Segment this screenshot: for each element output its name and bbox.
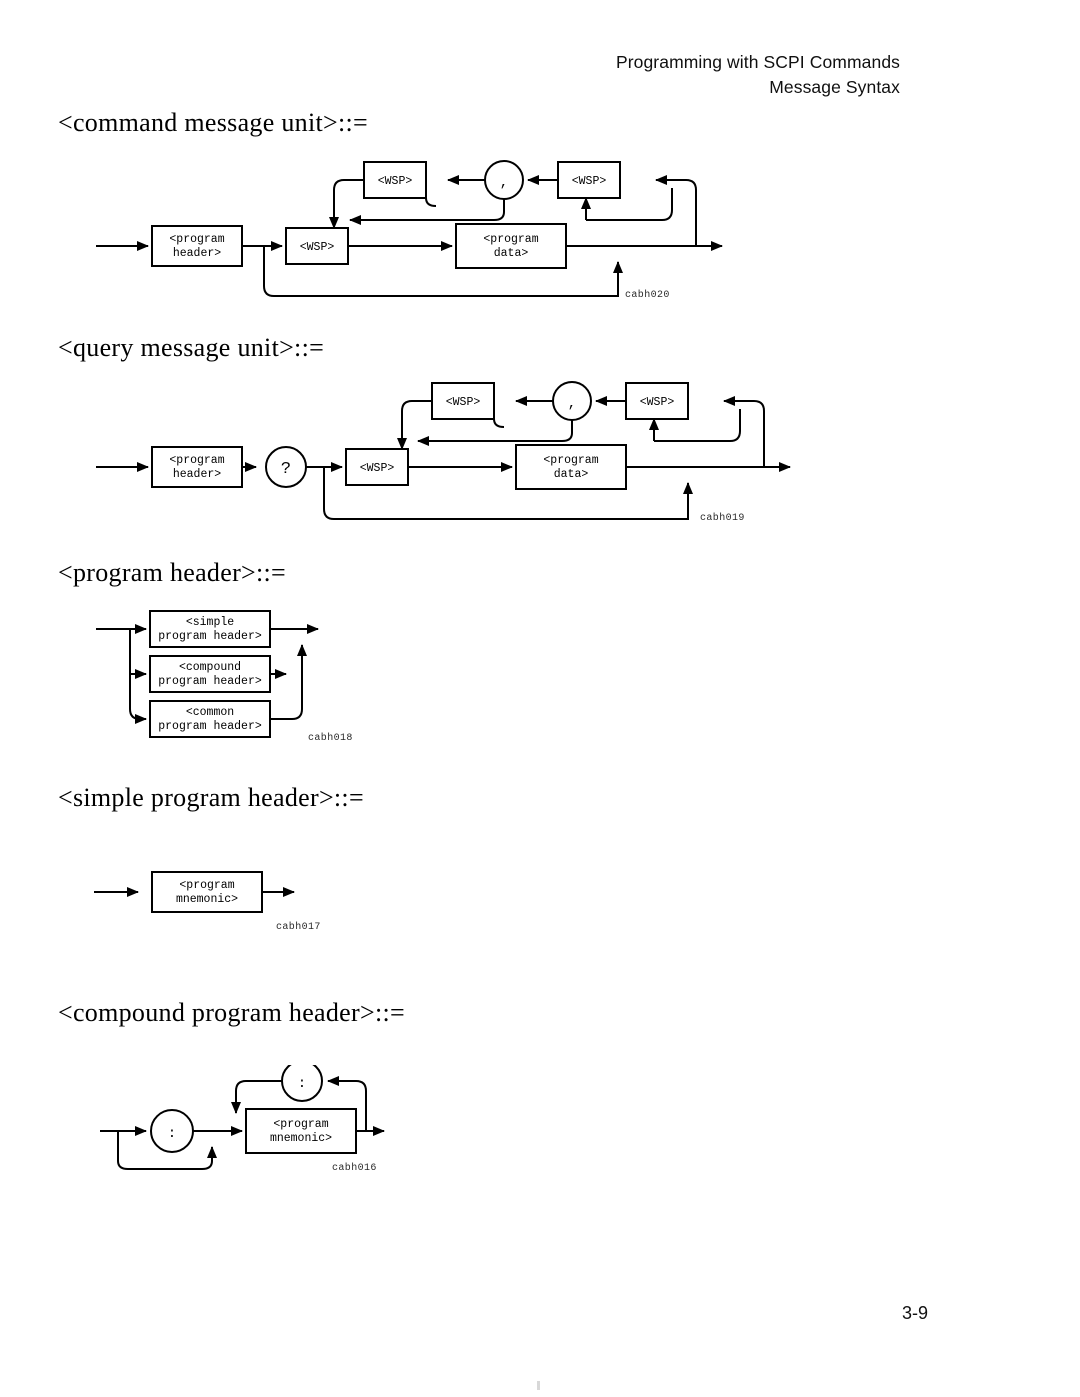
page-number: 3-9 [901, 1303, 928, 1323]
svg-text:<WSP>: <WSP> [446, 396, 481, 409]
figure-code-cabh017: cabh017 [276, 922, 321, 933]
svg-text::: : [298, 1076, 306, 1092]
running-header: Programming with SCPI Commands Message S… [616, 50, 900, 100]
svg-text:header>: header> [173, 468, 221, 481]
svg-text:data>: data> [494, 247, 529, 260]
figure-code-cabh018: cabh018 [308, 733, 353, 744]
heading-simple-program-header: <simple program header>::= [58, 783, 364, 812]
svg-text:,: , [500, 175, 508, 191]
svg-text:<common: <common [186, 706, 234, 719]
diagram-command-message-unit: <program header> <WSP> <program data> <W… [96, 150, 736, 325]
svg-text::: : [168, 1126, 176, 1142]
svg-text:<WSP>: <WSP> [572, 175, 607, 188]
diagram-program-header: <simple program header> <compound progra… [90, 605, 390, 745]
svg-text:program header>: program header> [158, 720, 262, 733]
diagram-compound-program-header: <program mnemonic> : : cabh016 [96, 1065, 416, 1180]
railroad-svg-query-message-unit: <program header> <WSP> <program data> <W… [96, 381, 791, 520]
svg-text:mnemonic>: mnemonic> [270, 1132, 332, 1145]
diagram-query-message-unit: <program header> <WSP> <program data> <W… [96, 375, 806, 550]
svg-text:data>: data> [554, 468, 589, 481]
railroad-svg-compound-program-header: <program mnemonic> : : [100, 1065, 385, 1170]
svg-text:<WSP>: <WSP> [378, 175, 413, 188]
heading-query-message-unit: <query message unit>::= [58, 333, 325, 362]
svg-text:<program: <program [483, 233, 538, 246]
railroad-svg-simple-program-header: <program mnemonic> [94, 871, 295, 913]
svg-text:?: ? [281, 460, 291, 479]
svg-text:<WSP>: <WSP> [360, 462, 395, 475]
svg-text:<program: <program [179, 879, 234, 892]
svg-text:header>: header> [173, 247, 221, 260]
svg-text:<program: <program [273, 1118, 328, 1131]
svg-text:<WSP>: <WSP> [640, 396, 675, 409]
scan-artifact [537, 1381, 540, 1390]
figure-code-cabh016: cabh016 [332, 1163, 377, 1174]
svg-text:<compound: <compound [179, 661, 241, 674]
diagram-simple-program-header: <program mnemonic> cabh017 [90, 862, 360, 933]
svg-text:program header>: program header> [158, 630, 262, 643]
heading-program-header: <program header>::= [58, 558, 286, 587]
figure-code-cabh019: cabh019 [700, 513, 745, 524]
railroad-svg-program-header: <simple program header> <compound progra… [96, 610, 319, 738]
svg-text:program header>: program header> [158, 675, 262, 688]
heading-command-message-unit: <command message unit>::= [58, 108, 368, 137]
heading-compound-program-header: <compound program header>::= [58, 998, 405, 1027]
running-header-line1: Programming with SCPI Commands [615, 52, 900, 72]
svg-text:mnemonic>: mnemonic> [176, 893, 238, 906]
svg-text:<program: <program [169, 233, 224, 246]
svg-text:,: , [568, 396, 576, 412]
svg-text:<WSP>: <WSP> [300, 241, 335, 254]
svg-text:<simple: <simple [186, 616, 234, 629]
running-header-line2: Message Syntax [769, 76, 900, 97]
railroad-svg-command-message-unit: <program header> <WSP> <program data> <W… [96, 160, 723, 297]
svg-text:<program: <program [169, 454, 224, 467]
figure-code-cabh020: cabh020 [625, 290, 670, 301]
svg-text:<program: <program [543, 454, 598, 467]
